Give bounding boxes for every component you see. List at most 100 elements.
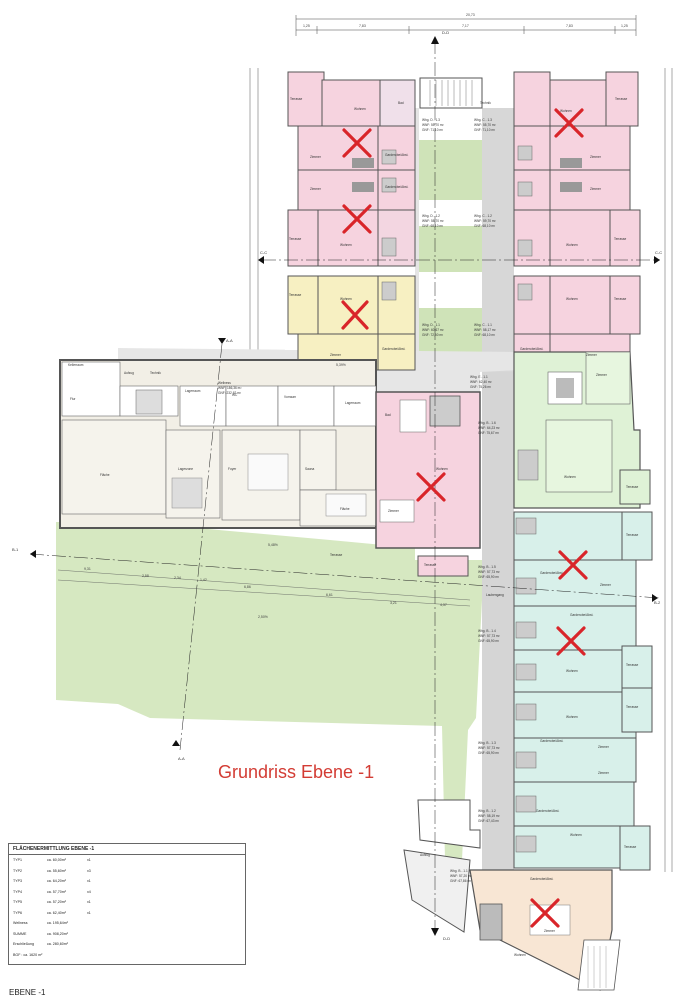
room-label-lagerzone: Lagerzone <box>178 467 193 471</box>
room-label-terrasse: Terrasse <box>289 293 301 297</box>
svg-text:Whg. E - 1.1: Whg. E - 1.1 <box>470 375 488 379</box>
room-label-wohnen: Wohnen <box>570 833 582 837</box>
room-label-zimmer: Zimmer <box>598 745 610 749</box>
room-label-wohnen: Wohnen <box>566 243 578 247</box>
dim-segment-5: 1,25 <box>621 24 628 28</box>
room-label-garderobe: Garderobe/Abst. <box>530 877 554 881</box>
section-marker-a-top: A-A <box>226 338 233 343</box>
room-label-aufzug: Aufzug <box>420 853 430 857</box>
room-label-zimmer: Zimmer <box>310 155 322 159</box>
ground-dim: 2,58 <box>142 574 149 578</box>
dim-segment-4: 7,83 <box>566 24 573 28</box>
cross-mark <box>342 128 372 158</box>
slope-label: 5,48% <box>268 543 278 547</box>
cross-mark <box>342 204 372 234</box>
unit-label-b16: Whg. B - 1.6 WNF: 64,23 m² GNF: 75,67 m² <box>478 421 500 435</box>
cross-mark <box>558 550 588 580</box>
svg-text:WNF: 57,73 m²: WNF: 57,73 m² <box>478 746 500 750</box>
svg-text:GNF: 68,10 m²: GNF: 68,10 m² <box>474 224 495 228</box>
room-label-wohnen: Wohnen <box>566 297 578 301</box>
section-marker-d-bottom: D-D <box>443 936 450 941</box>
svg-text:Whg. B - 1.2: Whg. B - 1.2 <box>478 809 496 813</box>
wing-south-tip <box>403 799 621 991</box>
unit-label-d13: Whg. D - 1.3 WNF: 55,70 m² GNF: 71,10 m² <box>422 118 444 132</box>
room-label-terrasse: Terrasse <box>289 237 301 241</box>
room-label-wohnen: Wohnen <box>514 953 526 957</box>
room-label-wohnen: Wohnen <box>436 467 448 471</box>
unit-label-c11: Whg. C - 1.1 WNF: 58,17 m² GNF: 68,10 m² <box>474 323 496 337</box>
wing-northeast <box>513 71 641 371</box>
svg-text:GNF: 65,90 m²: GNF: 65,90 m² <box>478 751 499 755</box>
svg-text:Whg. B - 1.6: Whg. B - 1.6 <box>478 421 496 425</box>
room-label-kellerraum: Kellerraum <box>68 363 84 367</box>
section-marker-d-top: D-D <box>442 30 449 35</box>
ground-dimensions: 9,31 2,58 2,34 1,42 6,86 6,61 3,21 4,37 <box>57 567 471 607</box>
unit-label-b11: Whg. B - 1.1 WNF: 57,20 m² GNF: 67,86 m² <box>450 869 472 883</box>
ground-dim: 2,34 <box>174 576 181 580</box>
room-label-garderobe: Garderobe/Abst. <box>385 185 409 189</box>
room-label-terrasse: Terrasse <box>624 845 636 849</box>
room-label-bad: Bad <box>398 101 404 105</box>
plan-title: Grundriss Ebene -1 <box>218 762 375 782</box>
svg-text:WNF: 58,17 m²: WNF: 58,17 m² <box>474 328 496 332</box>
room-label-technik: Technik <box>150 371 161 375</box>
lawn-south <box>56 522 482 860</box>
room-label-terrasse: Terrasse <box>626 485 638 489</box>
section-marker-a-bottom: A-A <box>178 756 185 761</box>
svg-text:GNF: 72,50 m²: GNF: 72,50 m² <box>422 333 443 337</box>
room-label-garderobe: Garderobe/Abst. <box>540 739 564 743</box>
svg-text:Whg. B - 1.4: Whg. B - 1.4 <box>478 629 496 633</box>
svg-text:GNF: 75,67 m²: GNF: 75,67 m² <box>478 431 499 435</box>
room-label-wohnen: Wohnen <box>560 109 572 113</box>
wing-south-b <box>513 511 653 871</box>
unit-label-c13: Whg. C - 1.3 WNF: 55,70 m² GNF: 71,10 m² <box>474 118 496 132</box>
dim-segment-2: 7,83 <box>359 24 366 28</box>
room-label-zimmer: Zimmer <box>590 155 602 159</box>
room-label-garderobe: Garderobe/Abst. <box>540 571 564 575</box>
room-label-wellness: Wellness <box>218 381 231 385</box>
slope-labels: 5,39% 5,48% 2,50% <box>258 363 346 619</box>
room-label-terrasse: Terrasse <box>424 563 436 567</box>
dim-total: 20,73 <box>466 13 475 17</box>
room-label-wohnen: Wohnen <box>340 297 352 301</box>
svg-text:Whg. B - 1.1: Whg. B - 1.1 <box>450 869 468 873</box>
room-label-terrasse: Terrasse <box>290 97 302 101</box>
svg-text:GNF: 65,90 m²: GNF: 65,90 m² <box>478 575 499 579</box>
wellness-block <box>59 359 377 529</box>
ground-dim: 4,37 <box>440 603 447 607</box>
cross-mark <box>341 300 369 330</box>
room-label-terrasse: Terrasse <box>614 297 626 301</box>
svg-text:GNF: 68,10 m²: GNF: 68,10 m² <box>474 333 495 337</box>
room-label-garderobe: Garderobe/Abst. <box>520 347 544 351</box>
room-label-terrasse: Terrasse <box>330 553 342 557</box>
room-label-terrasse: Terrasse <box>626 663 638 667</box>
floor-label: EBENE -1 <box>9 988 46 997</box>
svg-text:GNF: 65,90 m²: GNF: 65,90 m² <box>478 639 499 643</box>
ground-dim: 9,31 <box>84 567 91 571</box>
svg-text:Whg. C - 1.3: Whg. C - 1.3 <box>474 118 492 122</box>
svg-text:WNF: 57,73 m²: WNF: 57,73 m² <box>478 570 500 574</box>
svg-text:WNF: 59,70 m²: WNF: 59,70 m² <box>474 219 496 223</box>
svg-text:WNF: 58,19 m²: WNF: 58,19 m² <box>478 814 500 818</box>
room-label-wc: WC <box>232 393 238 397</box>
room-label-wohnen: Wohnen <box>354 107 366 111</box>
unit-label-b15: Whg. B - 1.5 WNF: 57,73 m² GNF: 65,90 m² <box>478 565 500 579</box>
room-label-flaeche: Fläche <box>340 507 350 511</box>
unit-label-b12: Whg. B - 1.2 WNF: 58,19 m² GNF: 67,43 m² <box>478 809 500 823</box>
unit-label-d12: Whg. D - 1.2 WNF: 58,70 m² GNF: 68,10 m² <box>422 214 444 228</box>
cross-mark <box>554 108 584 138</box>
room-label-terrasse: Terrasse <box>615 97 627 101</box>
room-label-wohnen: Wohnen <box>340 243 352 247</box>
wellness-wnf: WNF: 186,36 m² <box>218 386 241 390</box>
room-label-flaeche: Fläche <box>100 473 110 477</box>
room-label-zimmer: Zimmer <box>544 929 556 933</box>
top-dimension-chain: 20,73 1,25 7,83 7,17 7,83 1,25 <box>295 13 637 36</box>
